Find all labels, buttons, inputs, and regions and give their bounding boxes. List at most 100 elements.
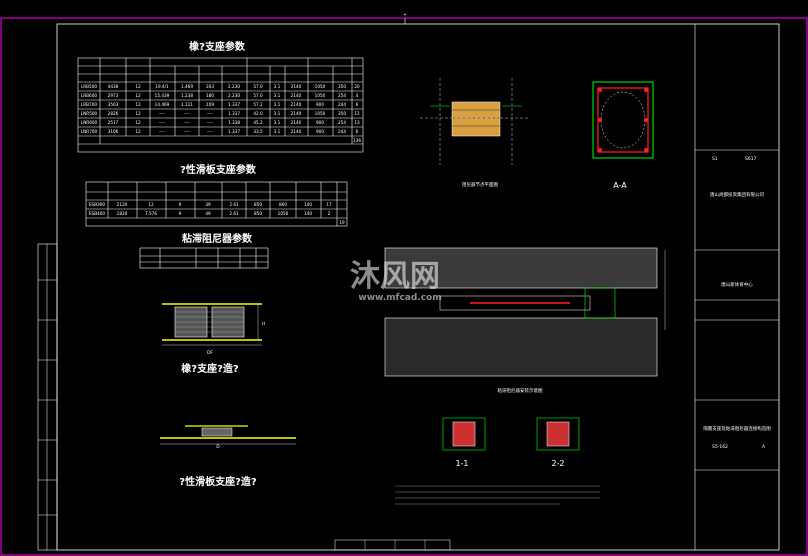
bearing-cell: 2140 (291, 129, 302, 134)
sliding-cell: 12 (148, 202, 154, 207)
sliding-cell: ESB300 (89, 202, 106, 207)
code3: S5-162 (712, 444, 728, 450)
rubber-bearing-drawing: DF H 橡?支座?造? (162, 303, 265, 375)
code2: S617 (745, 156, 757, 162)
watermark-url: www.mfcad.com (358, 293, 441, 303)
sliding-cell: 2.61 (229, 202, 239, 207)
sliding-cell: 1050 (278, 211, 289, 216)
bearing-cell: ---- (159, 129, 166, 134)
drawing-title: 隔震支座及粘滞阻尼器连接构造图 (703, 425, 771, 432)
sliding-cell: 2 (328, 211, 331, 216)
bearing-cell: 350 (338, 111, 346, 116)
section-22-drawing: 2-2 (536, 417, 580, 468)
sliding-bearing-drawing: D ?性滑板支座?造? (160, 425, 296, 488)
label-h: H (262, 321, 265, 327)
bearing-cell: ---- (184, 120, 191, 125)
bearing-cell: 244 (338, 102, 346, 107)
label-df: DF (207, 350, 213, 356)
bearing-cell: 900 (316, 120, 324, 125)
bearing-cell: 2140 (291, 120, 302, 125)
sliding-cell: 850 (254, 202, 262, 207)
bearing-cell: 3.1 (274, 102, 281, 107)
bearing-cell: 350 (338, 84, 346, 89)
bearing-cell: 12 (135, 120, 141, 125)
company-name: 唐山尚都投资集团有限公司 (710, 191, 764, 198)
bearing-cell: 33.5 (253, 129, 263, 134)
bearing-cell: 2973 (108, 93, 119, 98)
bearing-cell: 203 (206, 84, 214, 89)
outer-frame (0, 17, 808, 556)
sliding-cell: 850 (254, 211, 262, 216)
bearing-cell: 1.338 (228, 120, 240, 125)
bearing-cell: 3.1 (274, 93, 281, 98)
bearing-cell: ---- (207, 111, 214, 116)
bearing-cell: 3106 (108, 129, 119, 134)
bearing-cell: 2.230 (228, 84, 240, 89)
sliding-bearing-title: ?性滑板支座?造? (179, 475, 257, 488)
bearing-cell: 3.1 (274, 120, 281, 125)
elevation-title: 粘滞阻尼器安装示意图 (498, 387, 543, 394)
left-strip (37, 243, 58, 551)
bearing-cell: 254 (338, 120, 346, 125)
bearing-cell: 2140 (291, 84, 302, 89)
bearing-cell: 4 (356, 93, 359, 98)
sliding-cell: 49 (205, 211, 211, 216)
section-11-label: 1-1 (455, 459, 468, 468)
bearing-cell: ---- (159, 111, 166, 116)
bearing-cell: 1.337 (228, 102, 240, 107)
sliding-cell: 9 (179, 202, 182, 207)
bearing-cell: 2.230 (228, 93, 240, 98)
rubber-bearing-title: 橡?支座?造? (181, 362, 239, 375)
section-11-drawing: 1-1 (442, 417, 486, 468)
bearing-cell: 20 (354, 84, 360, 89)
bearing-cell: 57.2 (253, 102, 263, 107)
bearing-cell: 3.1 (274, 84, 281, 89)
bearing-cell: ---- (184, 111, 191, 116)
bearing-cell: 1050 (315, 84, 326, 89)
bearing-cell: 12 (135, 111, 141, 116)
bearing-cell: 1.337 (228, 111, 240, 116)
bearing-cell: 1.111 (181, 102, 193, 107)
damper-elevation-drawing: 粘滞阻尼器安装示意图 (384, 247, 666, 394)
bearing-cell: 1050 (315, 93, 326, 98)
bearing-cell: 2826 (108, 111, 119, 116)
bearing-cell: 2140 (291, 93, 302, 98)
sliding-total: 19 (339, 220, 345, 225)
bearing-cell: 3.1 (274, 129, 281, 134)
bearing-cell: LRB500 (81, 84, 97, 89)
sliding-table-title: ?性滑板支座参数 (180, 163, 257, 176)
code1: S1 (712, 156, 718, 162)
bearing-table-title: 橡?支座参数 (189, 40, 246, 53)
bearing-cell: 1.469 (181, 84, 193, 89)
bearing-cell: 1050 (315, 111, 326, 116)
bearing-cell: 6 (356, 102, 359, 107)
section-aa-drawing: A-A (592, 81, 654, 190)
damper-table-title: 粘滞阻尼器参数 (182, 232, 253, 245)
bearing-cell: 2517 (108, 120, 119, 125)
bearing-cell: ---- (207, 120, 214, 125)
label-d: D (216, 444, 220, 450)
section-aa-label: A-A (613, 181, 627, 190)
bearing-cell: 12 (135, 129, 141, 134)
bearing-cell: LNR700 (81, 129, 98, 134)
bearing-cell: LNR600 (81, 120, 98, 125)
bearing-cell: 1.337 (228, 129, 240, 134)
bearing-cell: 3503 (108, 102, 119, 107)
bearing-cell: 12 (135, 102, 141, 107)
project-name: 唐山新体育中心 (721, 281, 753, 288)
bottom-strip (334, 539, 451, 551)
title-block: 唐山尚都投资集团有限公司 唐山新体育中心 隔震支座及粘滞阻尼器连接构造图 S1 … (694, 24, 779, 550)
bearing-cell: 244 (338, 129, 346, 134)
sheet-letter: A (762, 444, 766, 450)
bearing-cell: 12 (354, 111, 360, 116)
bearing-cell: 42.0 (253, 111, 263, 116)
bearing-cell: 14.469 (155, 102, 170, 107)
bearing-cell: 3.1 (274, 111, 281, 116)
bearing-cell: ---- (184, 129, 191, 134)
damper-plan-drawing: 阻尼器节点平面图 (420, 78, 530, 188)
bearing-cell: LRB700 (81, 102, 97, 107)
sliding-cell: 140 (304, 202, 312, 207)
sliding-cell: 7.576 (145, 211, 157, 216)
